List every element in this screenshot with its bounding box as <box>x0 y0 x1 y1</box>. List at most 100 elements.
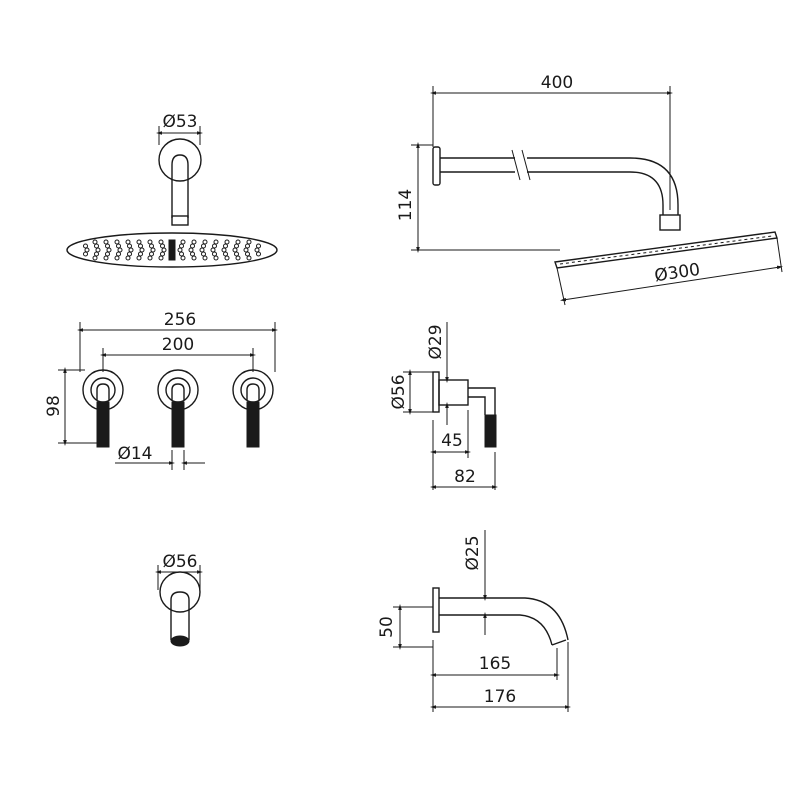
nozzle <box>256 243 261 249</box>
nozzle <box>138 251 143 257</box>
nozzle <box>94 243 99 249</box>
nozzle <box>246 255 252 261</box>
dim-handle-spacing: 200 <box>162 335 194 355</box>
nozzle <box>83 251 88 257</box>
nozzle <box>160 251 165 257</box>
nozzle <box>245 243 250 249</box>
dim-handle-diameter: Ø14 <box>117 444 152 464</box>
nozzle <box>105 251 110 257</box>
dim-flange-diameter: Ø53 <box>162 112 197 132</box>
nozzle <box>139 247 145 253</box>
nozzle <box>92 255 98 261</box>
nozzle <box>180 239 186 245</box>
nozzle <box>224 255 230 261</box>
spout-side-view: Ø25 50 165 176 <box>377 530 571 712</box>
dim-body-depth: 45 <box>441 431 463 451</box>
dim-outlet-diameter: Ø25 <box>463 535 483 570</box>
nozzle <box>161 247 167 253</box>
nozzle <box>103 255 109 261</box>
nozzle <box>212 251 217 257</box>
nozzle <box>213 255 219 261</box>
dim-drop-height: 114 <box>396 189 416 221</box>
spout-front-view: Ø56 <box>155 552 203 647</box>
nozzle <box>179 251 184 257</box>
nozzle <box>136 239 142 245</box>
nozzle <box>116 251 121 257</box>
nozzle <box>191 239 197 245</box>
valve-handle <box>82 369 124 448</box>
nozzle <box>256 251 261 257</box>
nozzle <box>83 243 88 249</box>
nozzle <box>149 243 154 249</box>
nozzle <box>221 247 227 253</box>
nozzle <box>234 251 239 257</box>
nozzle <box>114 239 120 245</box>
nozzle <box>224 239 230 245</box>
nozzle <box>95 247 101 253</box>
shower-head-front-view: Ø53 <box>66 112 278 268</box>
nozzle <box>84 247 90 253</box>
nozzle <box>136 255 142 261</box>
nozzle <box>235 255 241 261</box>
nozzle <box>127 243 132 249</box>
valve-handle <box>232 369 274 448</box>
nozzle <box>232 247 238 253</box>
dim-overall-depth: 82 <box>454 467 476 487</box>
nozzle <box>125 255 131 261</box>
dim-spout-height: 50 <box>377 616 397 638</box>
nozzle <box>106 247 112 253</box>
nozzle <box>158 239 164 245</box>
dim-head-diameter: Ø300 <box>653 260 701 287</box>
nozzle <box>190 251 195 257</box>
nozzle <box>103 239 109 245</box>
nozzle <box>105 243 110 249</box>
valve-handle <box>157 369 199 448</box>
dim-overall-width: 256 <box>164 310 196 330</box>
nozzle <box>223 243 228 249</box>
dim-spout-flange-diameter: Ø56 <box>162 552 197 572</box>
nozzle <box>147 239 153 245</box>
nozzle <box>246 239 252 245</box>
dim-mixer-height: 98 <box>44 395 64 417</box>
nozzle <box>179 243 184 249</box>
nozzle <box>245 251 250 257</box>
nozzle <box>210 247 216 253</box>
mixer-side-view: Ø29 Ø56 45 82 <box>389 322 498 490</box>
nozzle <box>213 239 219 245</box>
nozzle <box>114 255 120 261</box>
nozzle <box>234 243 239 249</box>
nozzle <box>212 243 217 249</box>
nozzle <box>188 247 194 253</box>
nozzle <box>254 247 260 253</box>
nozzle <box>168 239 176 261</box>
nozzle <box>202 239 208 245</box>
nozzle <box>94 251 99 257</box>
nozzle <box>201 243 206 249</box>
nozzle <box>223 251 228 257</box>
nozzle-pattern <box>83 239 261 261</box>
nozzle <box>243 247 249 253</box>
dim-reach-to-outlet: 165 <box>479 654 511 674</box>
nozzle <box>201 251 206 257</box>
nozzle <box>127 251 132 257</box>
nozzle <box>160 243 165 249</box>
nozzle <box>147 255 153 261</box>
shower-head-side-view: 400 114 Ø300 <box>396 73 783 306</box>
nozzle <box>158 255 164 261</box>
nozzle <box>190 243 195 249</box>
nozzle <box>177 247 183 253</box>
nozzle <box>117 247 123 253</box>
nozzle <box>199 247 205 253</box>
dim-arm-length: 400 <box>541 73 573 93</box>
dim-spindle-diameter: Ø29 <box>426 324 446 359</box>
nozzle <box>191 255 197 261</box>
nozzle <box>138 243 143 249</box>
nozzle <box>202 255 208 261</box>
dim-side-flange-diameter: Ø56 <box>389 374 409 409</box>
nozzle <box>149 251 154 257</box>
nozzle <box>150 247 156 253</box>
nozzle <box>125 239 131 245</box>
nozzle <box>180 255 186 261</box>
dim-spout-overall-length: 176 <box>484 687 516 707</box>
